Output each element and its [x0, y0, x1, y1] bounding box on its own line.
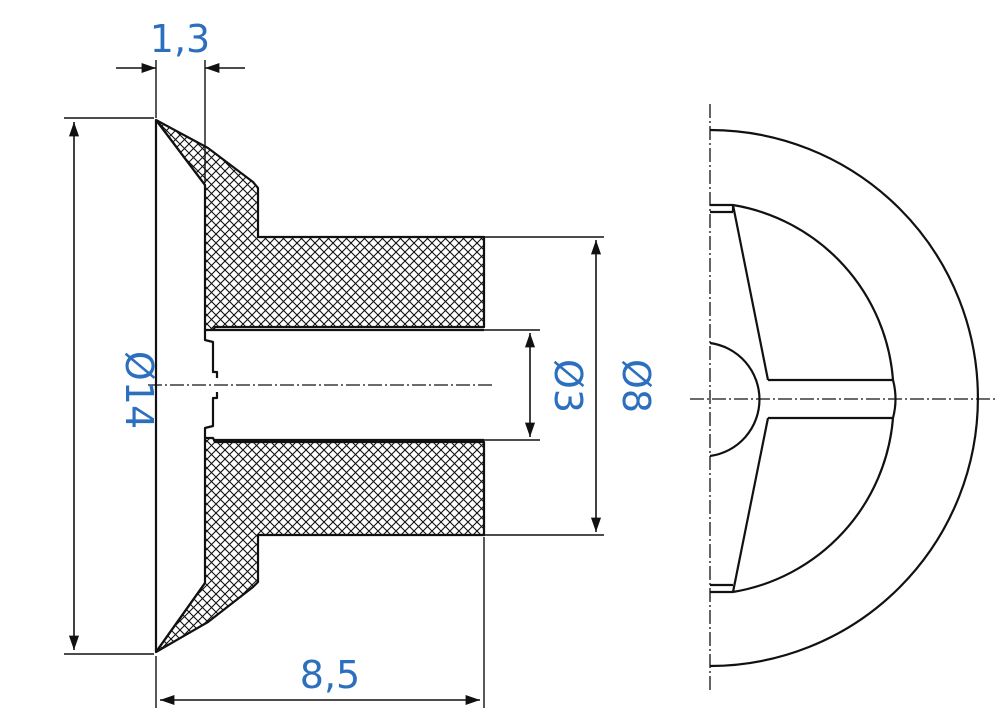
bore-lower-edge	[203, 392, 219, 438]
head-thickness-label: 1,3	[150, 17, 210, 61]
bore-diameter-label: Ø3	[546, 359, 590, 413]
side-view	[690, 104, 998, 690]
head-lower-bevel	[155, 582, 206, 653]
head-upper-bevel	[155, 119, 206, 186]
flat-side-steps	[710, 203, 733, 594]
outer-rim-arc	[709, 128, 980, 668]
lower-section-hatch	[154, 436, 486, 654]
shank-outer-arc-lower	[732, 417, 895, 594]
head-diameter-label: Ø14	[117, 351, 161, 429]
segment-upper-edge	[731, 204, 770, 381]
total-length-label: 8,5	[300, 653, 360, 697]
bore-upper-edge	[203, 330, 219, 378]
shank-outer-arc-upper	[732, 203, 895, 381]
dimensions: 1,3 Ø14 Ø3 Ø8 8,5	[64, 17, 658, 708]
shank-diameter-label: Ø8	[614, 359, 658, 413]
upper-section-hatch	[154, 118, 486, 332]
segment-lower-edge	[731, 417, 770, 593]
section-view	[148, 118, 492, 654]
